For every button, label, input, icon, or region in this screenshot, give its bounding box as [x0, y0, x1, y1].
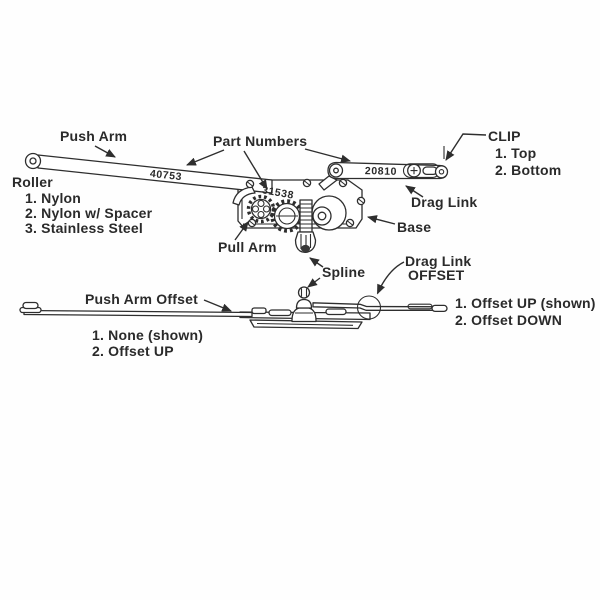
push-arm-label: Push Arm [60, 128, 127, 144]
push-arm-part-number: 40753 [149, 168, 182, 183]
worm-ridges [300, 203, 312, 229]
spline-lower-leader-arrow [307, 277, 321, 288]
pivot-ring-hole [317, 211, 327, 221]
clip-leader-arrow [445, 133, 487, 161]
part-numbers-label: Part Numbers [213, 133, 307, 149]
roller-option-2: 2. Nylon w/ Spacer [25, 205, 153, 221]
side-roller-cap [22, 301, 39, 310]
base-screws [245, 178, 366, 228]
base-part-number: 31538 [261, 184, 295, 201]
drag-link-end-hole [438, 169, 445, 175]
part-number-31538-leader-arrow [243, 150, 268, 190]
sector-gear-lobe [257, 199, 265, 208]
side-spline-skirt [291, 307, 317, 323]
sector-gear-lobe [257, 210, 265, 219]
screw-slot [358, 198, 364, 204]
side-push-arm [23, 309, 253, 318]
part-number-40753-leader-arrow [186, 149, 225, 166]
top-view: 40753 31538 20810 Push Arm Part Numbers … [12, 128, 561, 288]
push-arm-offset-leader-arrow [203, 299, 232, 312]
sector-gear-lobe [262, 205, 271, 213]
drag-link-pivot-hole [333, 167, 339, 174]
drag-link-leader-arrow [405, 185, 424, 198]
drag-link-offset-option-2: 2. Offset DOWN [455, 312, 562, 328]
side-link-slot [325, 308, 347, 316]
roller-option-3: 3. Stainless Steel [25, 220, 143, 236]
screw-slot [340, 180, 346, 186]
clip-option-bottom: 2. Bottom [495, 162, 561, 178]
drag-link-offset-label-line2: OFFSET [408, 267, 465, 283]
side-base-foot-inner [256, 322, 354, 326]
pull-arm-label: Pull Arm [218, 239, 277, 255]
side-spline-ball [297, 286, 311, 299]
spline-knob-tip [300, 244, 311, 253]
side-base-tab [251, 307, 267, 315]
push-arm-offset-label: Push Arm Offset [85, 291, 198, 307]
pull-arm-shape [232, 186, 256, 206]
sector-gear-disc [250, 198, 272, 220]
side-arm-slot [268, 309, 292, 317]
part-number-20810-leader-arrow [304, 148, 352, 163]
drag-link-offset-highlight [356, 295, 382, 320]
screw-slot [304, 180, 310, 186]
sector-gear-lobe [251, 205, 260, 213]
drag-link-part-number: 20810 [365, 165, 398, 178]
side-spline-ridges [295, 288, 313, 314]
base-label: Base [397, 219, 431, 235]
push-arm-offset-option-1: 1. None (shown) [92, 327, 203, 343]
side-spline-collar [295, 298, 313, 309]
bottom-view: Push Arm Offset 1. None (shown) 2. Offse… [19, 253, 596, 359]
clip-option-top: 1. Top [495, 145, 536, 161]
clip-shape [422, 166, 438, 176]
side-drag-link-end [431, 304, 448, 313]
spline-upper-leader-arrow [309, 257, 324, 268]
drag-link-label: Drag Link [411, 194, 477, 210]
drag-link-offset-option-1: 1. Offset UP (shown) [455, 295, 596, 311]
screw-slot [247, 181, 253, 187]
roller-label: Roller [12, 174, 53, 190]
base-leader-arrow [366, 215, 396, 225]
push-arm-leader-arrow [94, 145, 116, 158]
drag-link-offset-label-line1: Drag Link [405, 253, 471, 269]
roller-option-1: 1. Nylon [25, 190, 81, 206]
drag-link-offset-leader-arrow [376, 261, 405, 295]
clip-screw-cross [410, 167, 418, 175]
screw-slot [249, 220, 255, 226]
clip-label: CLIP [488, 128, 521, 144]
drag-link-end-cap [434, 165, 449, 179]
screw-slot [347, 220, 353, 226]
pull-arm-leader-arrow [234, 221, 249, 241]
roller-hole [29, 157, 37, 165]
spline-label: Spline [322, 264, 365, 280]
push-arm-offset-option-2: 2. Offset UP [92, 343, 174, 359]
